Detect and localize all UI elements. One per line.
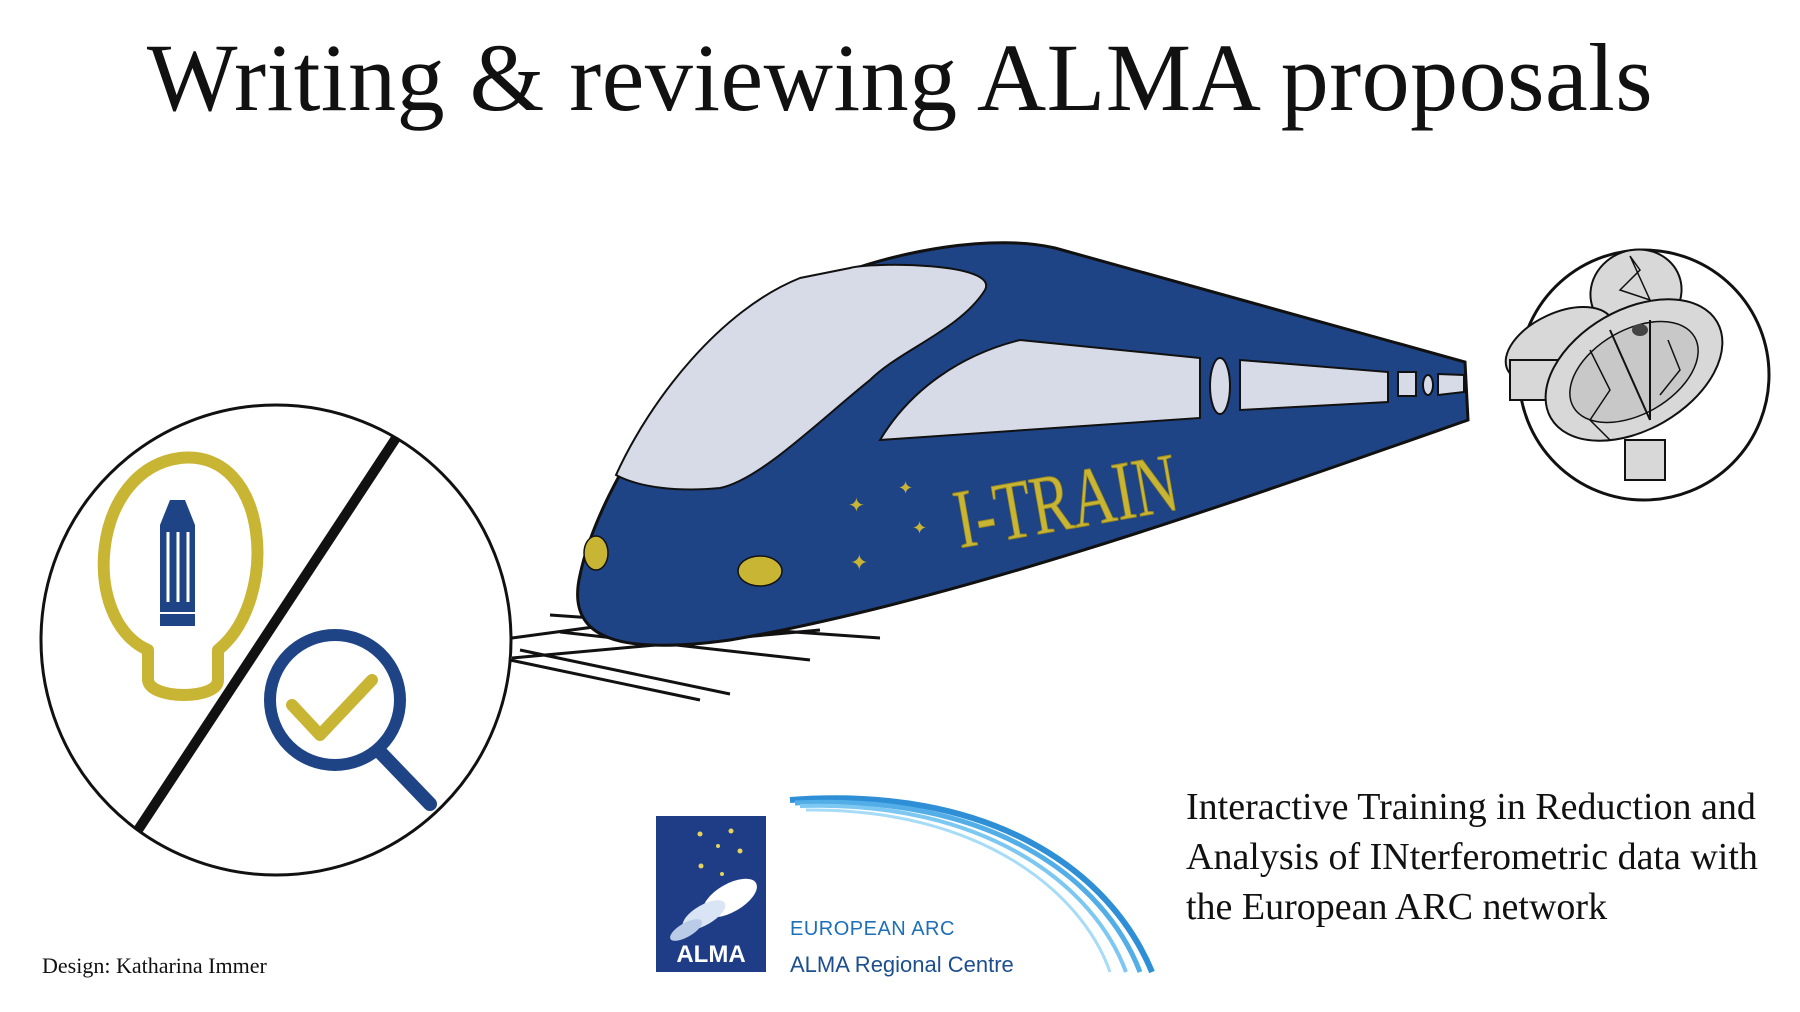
svg-text:✦: ✦ bbox=[850, 551, 868, 576]
page-title: Writing & reviewing ALMA proposals bbox=[146, 24, 1654, 131]
svg-text:✦: ✦ bbox=[898, 478, 913, 499]
arc-swoosh bbox=[789, 795, 1155, 974]
magnifier-check-icon bbox=[264, 629, 437, 811]
divider-slash bbox=[133, 435, 401, 833]
front-window bbox=[614, 263, 988, 491]
svg-text:✦: ✦ bbox=[912, 518, 927, 539]
side-window-end bbox=[1437, 372, 1465, 397]
antenna-dishes-icon bbox=[1504, 248, 1771, 502]
arc-heading: EUROPEAN ARC bbox=[790, 918, 955, 940]
tagline: Interactive Training in Reduction and An… bbox=[1186, 786, 1758, 928]
alma-logo: ALMA bbox=[656, 816, 766, 972]
star-decorations: ✦ ✦ ✦ ✦ bbox=[848, 478, 927, 576]
alma-logo-text: ALMA bbox=[676, 941, 745, 968]
headlight-front bbox=[583, 535, 609, 571]
side-window-small-2 bbox=[1422, 374, 1434, 396]
side-window-small-1 bbox=[1397, 371, 1417, 397]
design-credit: Design: Katharina Immer bbox=[42, 953, 267, 978]
train: ✦ ✦ ✦ ✦ I-TRAIN bbox=[576, 241, 1470, 647]
side-window-oval bbox=[1209, 357, 1231, 415]
svg-text:✦: ✦ bbox=[848, 493, 865, 517]
side-window-long bbox=[878, 338, 1201, 442]
arc-subtitle: ALMA Regional Centre bbox=[790, 952, 1014, 977]
lightbulb-pencil-icon bbox=[97, 451, 264, 701]
headlight-side bbox=[737, 555, 783, 587]
side-window-mid bbox=[1239, 358, 1389, 412]
write-review-circle bbox=[39, 403, 513, 877]
